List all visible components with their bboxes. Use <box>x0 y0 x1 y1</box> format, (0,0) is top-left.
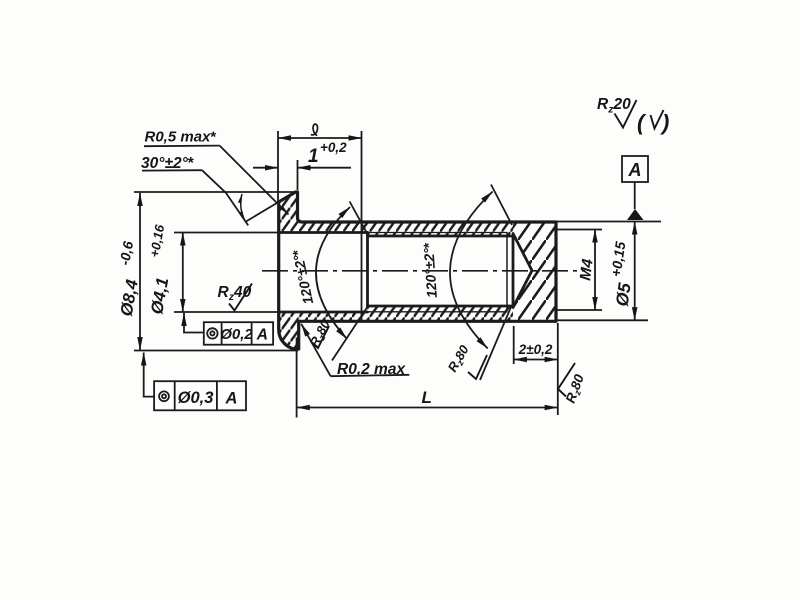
svg-text:30°±2°*: 30°±2°* <box>141 155 195 172</box>
svg-text:+0,16: +0,16 <box>147 223 168 259</box>
svg-text:2±0,2: 2±0,2 <box>518 342 553 357</box>
svg-text:1: 1 <box>308 146 319 167</box>
svg-text:A: A <box>256 327 268 344</box>
svg-text:+0,2: +0,2 <box>320 140 347 155</box>
svg-text:A: A <box>628 160 642 180</box>
svg-text:L: L <box>422 388 432 407</box>
svg-text:Ø5: Ø5 <box>612 281 635 307</box>
svg-text:Ø0,2: Ø0,2 <box>220 326 253 343</box>
svg-text:R0,2 max: R0,2 max <box>337 361 406 378</box>
svg-text:): ) <box>660 110 669 135</box>
svg-text:Rz40: Rz40 <box>218 284 252 303</box>
svg-text:R0,5 max*: R0,5 max* <box>145 129 217 146</box>
svg-text:Ø0,3: Ø0,3 <box>178 389 214 407</box>
svg-text:120°±2°*: 120°±2°* <box>420 242 440 299</box>
svg-text:A: A <box>225 390 238 408</box>
svg-text:Rz20: Rz20 <box>597 96 631 116</box>
svg-text:-0,6: -0,6 <box>116 240 136 267</box>
svg-text:M4: M4 <box>577 258 597 282</box>
svg-text:(: ( <box>637 110 647 135</box>
svg-text:+0,15: +0,15 <box>608 240 629 278</box>
